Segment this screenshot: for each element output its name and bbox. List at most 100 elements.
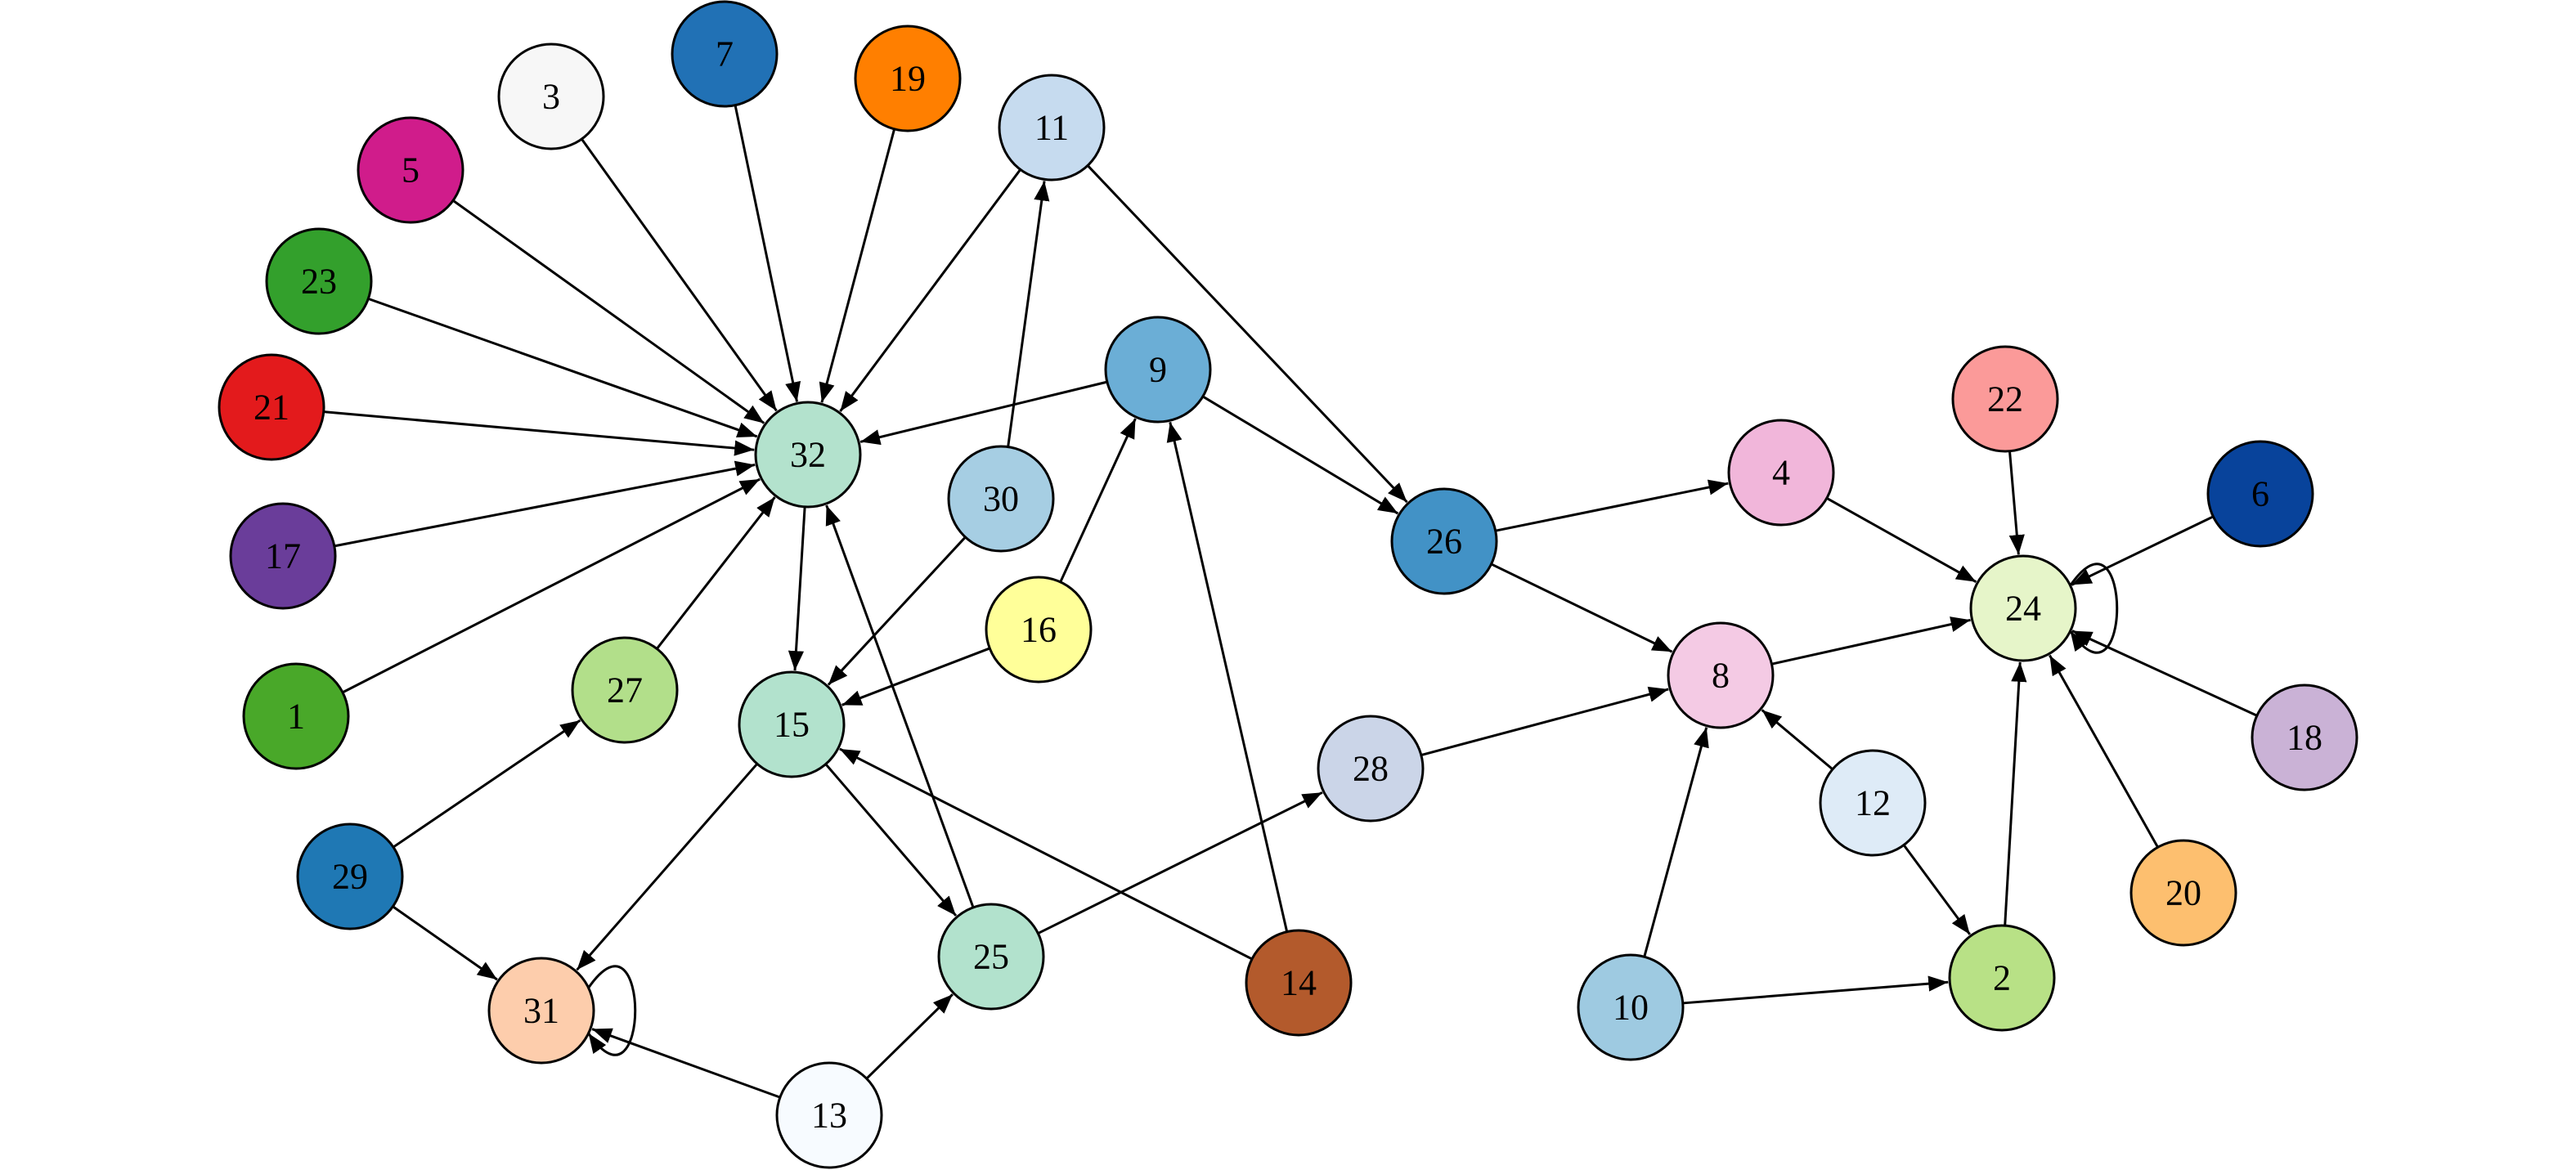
node-32: 32: [754, 401, 862, 509]
node-circle-22: [1951, 345, 2059, 453]
edge-16-15: [841, 647, 990, 706]
node-label-29: 29: [332, 857, 368, 897]
node-circle-4: [1727, 419, 1835, 527]
node-label-17: 17: [265, 536, 301, 576]
node-circle-29: [296, 823, 404, 930]
node-label-30: 30: [983, 479, 1019, 519]
node-9: 9: [1104, 316, 1212, 424]
node-label-8: 8: [1712, 656, 1730, 696]
node-21: 21: [218, 353, 325, 461]
node-circle-18: [2251, 684, 2358, 791]
node-circle-16: [985, 576, 1093, 684]
node-30: 30: [947, 445, 1055, 553]
edge-9-32: [859, 380, 1108, 446]
node-20: 20: [2129, 839, 2237, 947]
edge-29-27: [393, 719, 581, 849]
edge-8-24: [1771, 616, 1971, 666]
node-24: 24: [1969, 554, 2077, 662]
node-17: 17: [229, 502, 337, 610]
node-circle-32: [754, 401, 862, 509]
node-5: 5: [357, 116, 464, 224]
node-circle-26: [1390, 487, 1498, 595]
node-7: 7: [671, 0, 779, 108]
edge-11-32: [839, 168, 1021, 412]
node-31: 31: [487, 957, 595, 1065]
node-label-4: 4: [1772, 453, 1790, 493]
edge-12-2: [1902, 844, 1972, 935]
node-circle-7: [671, 0, 779, 108]
node-27: 27: [571, 636, 679, 744]
edge-9-26: [1202, 395, 1399, 515]
edge-25-32: [825, 504, 975, 908]
edge-11-26: [1086, 164, 1408, 504]
node-label-19: 19: [890, 59, 926, 99]
edge-29-31: [392, 905, 498, 981]
node-circle-17: [229, 502, 337, 610]
node-22: 22: [1951, 345, 2059, 453]
node-6: 6: [2206, 440, 2314, 548]
node-12: 12: [1819, 749, 1927, 857]
edge-27-32: [656, 496, 776, 650]
node-label-1: 1: [287, 697, 305, 737]
node-25: 25: [937, 903, 1045, 1011]
node-circle-2: [1948, 924, 2056, 1032]
node-label-10: 10: [1613, 988, 1649, 1028]
edge-4-24: [1826, 496, 1977, 584]
edge-13-25: [865, 993, 954, 1080]
edge-22-24: [2008, 451, 2025, 555]
edge-32-15: [788, 506, 806, 671]
node-label-9: 9: [1149, 350, 1167, 390]
node-circle-27: [571, 636, 679, 744]
edge-12-8: [1761, 709, 1833, 771]
node-4: 4: [1727, 419, 1835, 527]
node-13: 13: [775, 1061, 883, 1169]
node-circle-30: [947, 445, 1055, 553]
node-circle-1: [242, 662, 350, 770]
node-8: 8: [1667, 621, 1775, 729]
edge-13-31: [591, 1028, 781, 1099]
node-label-18: 18: [2287, 718, 2322, 758]
edge-26-8: [1490, 563, 1673, 653]
node-circle-15: [738, 670, 846, 778]
node-label-15: 15: [774, 705, 810, 745]
edge-18-24: [2071, 630, 2258, 717]
edge-14-15: [839, 747, 1253, 961]
node-label-2: 2: [1993, 958, 2011, 998]
edge-15-31: [576, 763, 759, 971]
edge-19-32: [819, 128, 896, 403]
node-29: 29: [296, 823, 404, 930]
node-label-26: 26: [1426, 522, 1462, 562]
node-label-11: 11: [1034, 108, 1069, 148]
edge-30-15: [827, 536, 967, 686]
edge-20-24: [2049, 654, 2159, 848]
edge-2-24: [2004, 661, 2027, 926]
node-circle-23: [265, 227, 373, 335]
node-label-22: 22: [1987, 379, 2023, 419]
node-circle-31: [487, 957, 595, 1065]
node-28: 28: [1317, 715, 1425, 823]
node-label-31: 31: [523, 991, 559, 1031]
edge-17-32: [334, 460, 756, 548]
node-circle-8: [1667, 621, 1775, 729]
edge-10-2: [1682, 975, 1949, 1005]
node-circle-21: [218, 353, 325, 461]
edge-24-24: [2069, 563, 2119, 654]
node-label-25: 25: [973, 937, 1009, 977]
node-label-3: 3: [542, 77, 560, 117]
node-circle-10: [1577, 953, 1685, 1061]
node-label-16: 16: [1021, 610, 1057, 650]
edge-1-32: [342, 477, 761, 694]
node-circle-3: [497, 43, 605, 150]
node-label-21: 21: [254, 388, 289, 428]
edge-14-9: [1166, 421, 1289, 932]
node-label-14: 14: [1281, 963, 1317, 1003]
node-circle-5: [357, 116, 464, 224]
edge-10-8: [1643, 727, 1709, 957]
node-label-23: 23: [301, 262, 337, 302]
node-circle-11: [998, 74, 1106, 182]
node-16: 16: [985, 576, 1093, 684]
node-label-28: 28: [1353, 749, 1389, 789]
node-2: 2: [1948, 924, 2056, 1032]
node-circle-14: [1245, 929, 1353, 1037]
